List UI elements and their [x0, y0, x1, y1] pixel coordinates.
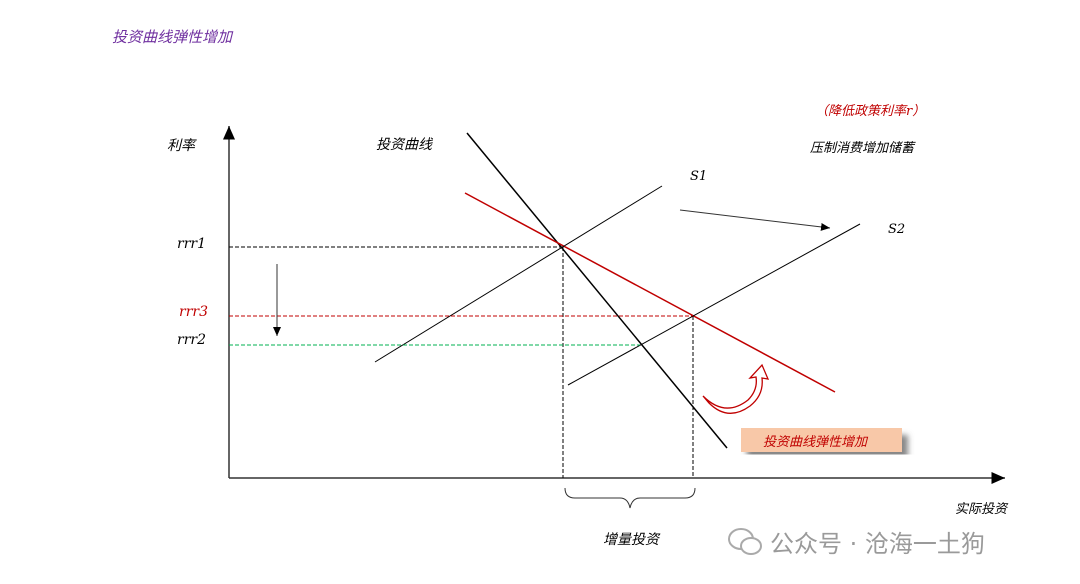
diagram-title: 投资曲线弹性增加	[112, 28, 234, 46]
s2-label: S2	[888, 222, 905, 237]
rrr1-label: rrr1	[177, 236, 206, 252]
suppress-note: 压制消费增加储蓄	[810, 141, 916, 156]
policy-note: （降低政策利率r）	[815, 103, 925, 119]
watermark-text: 公众号 · 沧海一土狗	[770, 530, 985, 558]
supply-shift-arrow	[679, 209, 831, 231]
s1-label: S1	[690, 169, 707, 184]
elasticity-box	[741, 428, 902, 452]
rrr3-label: rrr3	[179, 304, 208, 320]
x-axis-label: 实际投资	[955, 501, 1009, 517]
elastic-investment-curve	[464, 192, 836, 393]
elasticity-box-label: 投资曲线弹性增加	[763, 435, 869, 450]
curved-arrow-icon	[702, 363, 770, 414]
watermark: 公众号 · 沧海一土狗	[728, 524, 985, 559]
s2-curve	[567, 223, 861, 386]
s1-curve	[374, 185, 663, 363]
investment-curve-label: 投资曲线	[376, 137, 434, 153]
increment-label: 增量投资	[603, 532, 661, 548]
wechat-icon	[728, 527, 762, 555]
investment-curve	[466, 132, 728, 449]
increment-brace	[564, 487, 696, 509]
rrr2-label: rrr2	[177, 332, 206, 348]
y-axis-label: 利率	[167, 138, 197, 154]
